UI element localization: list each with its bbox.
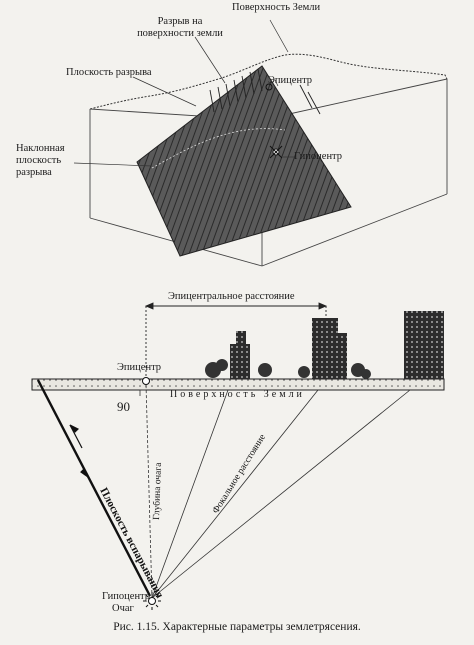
surface-label: Поверхность Земли <box>232 2 321 13</box>
rupture-at-surface-label: Разрыв на поверхности земли <box>137 16 223 39</box>
epicentral-distance-label: Эпицентральное расстояние <box>168 291 295 302</box>
focus-label: Очаг <box>112 603 134 614</box>
top-hypocenter-mark <box>269 145 283 159</box>
focal-distance-label: Фокальное расстояние <box>211 433 268 516</box>
hypocenter-mark <box>143 592 161 610</box>
right-angle-mark <box>139 389 146 396</box>
epicenter-mark <box>142 377 150 385</box>
ground-surface-line <box>89 53 448 110</box>
figure-caption: Рис. 1.15. Характерные параметры землетр… <box>113 621 361 633</box>
cross-section <box>31 302 445 610</box>
fault-plane-line <box>36 379 152 597</box>
buildings <box>230 311 444 379</box>
right-angle-value: 90 <box>117 399 130 414</box>
top-epicenter-label: Эпицентр <box>268 75 313 86</box>
inclined-plane-label: Наклонная плоскость разрыва <box>16 143 65 178</box>
focal-depth-label: Глубина очага <box>151 462 164 520</box>
epicenter-label: Эпицентр <box>117 362 162 373</box>
top-hypocenter-label: Гипоцентр <box>294 151 343 162</box>
fault-plane-top-label: Плоскость разрыва <box>66 67 152 78</box>
top-leader-lines <box>73 19 294 167</box>
slip-arrows <box>69 424 89 478</box>
block-diagram <box>73 19 448 267</box>
surface-rupture-marks <box>209 68 321 115</box>
top-epicenter-mark <box>265 83 273 91</box>
seismic-rays <box>145 383 411 599</box>
trees <box>205 359 371 379</box>
hypocenter-label: Гипоцентр <box>102 591 151 602</box>
epicentral-distance-arrow <box>144 302 328 378</box>
earth-surface-label: Поверхность Земли <box>170 389 305 400</box>
fault-trace-line <box>151 128 286 169</box>
